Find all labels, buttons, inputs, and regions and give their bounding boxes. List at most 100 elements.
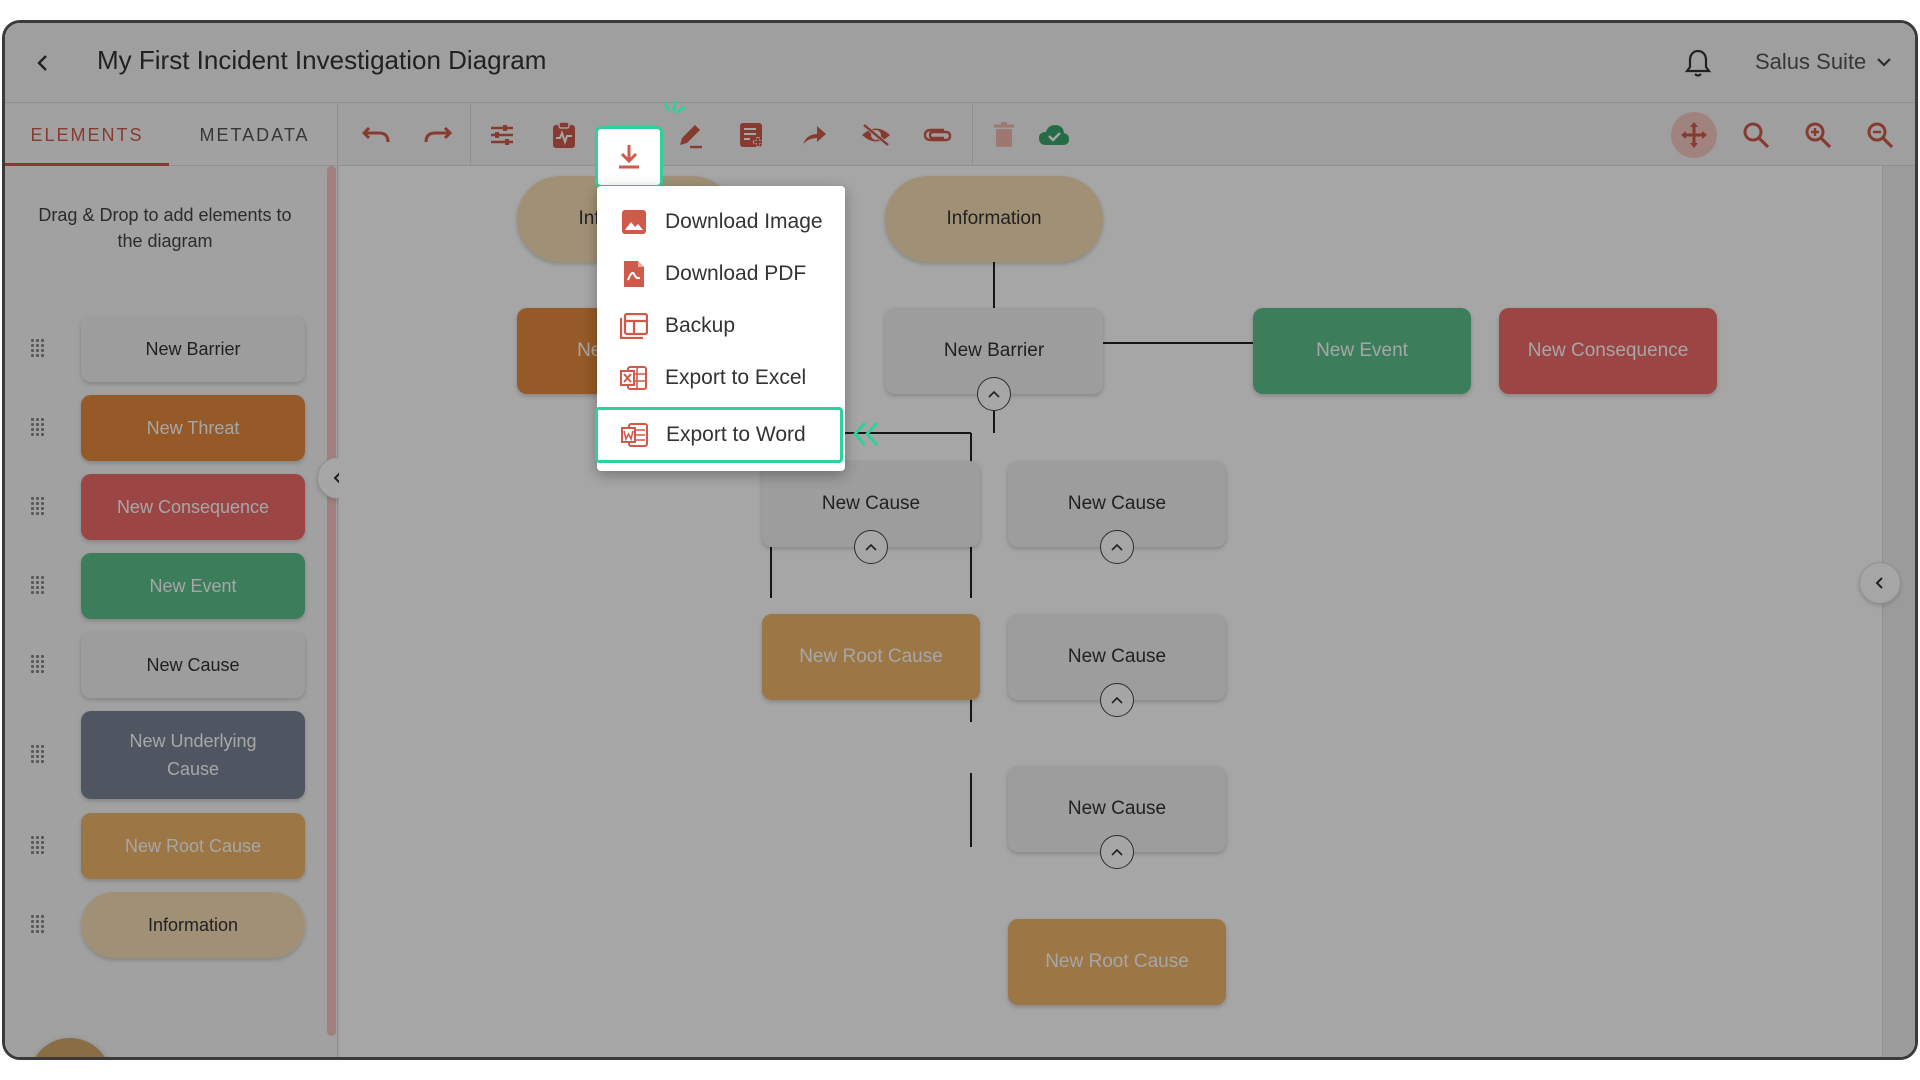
information-node[interactable]: Information xyxy=(885,176,1103,262)
palette-item-new-root-cause[interactable]: New Root Cause xyxy=(81,813,305,879)
zoom-out-icon xyxy=(1867,122,1894,149)
share-icon xyxy=(803,126,826,145)
collapse-toggle[interactable] xyxy=(854,530,888,564)
help-button[interactable] xyxy=(29,1038,111,1057)
drag-handle-icon[interactable] xyxy=(31,339,47,359)
pdf-icon xyxy=(624,261,644,287)
palette-row[interactable]: New Threat xyxy=(5,395,325,461)
delete-icon xyxy=(994,122,1014,147)
clipboard-pulse-icon xyxy=(553,121,575,148)
drag-handle-icon[interactable] xyxy=(31,745,47,765)
palette-item-information[interactable]: Information xyxy=(81,892,305,958)
zoom-out-button[interactable] xyxy=(1857,112,1903,158)
drag-handle-icon[interactable] xyxy=(31,497,47,517)
palette-row[interactable]: New Underlying Cause xyxy=(5,711,325,799)
elements-panel: ELEMENTS METADATA Drag & Drop to add ele… xyxy=(5,104,338,1057)
visibility-off-icon xyxy=(862,123,890,147)
panel-scrollbar[interactable] xyxy=(327,166,336,1036)
toolbar-divider xyxy=(972,104,973,166)
root-cause-node[interactable]: New Root Cause xyxy=(762,614,980,700)
chevron-down-icon xyxy=(1877,58,1892,67)
table-icon xyxy=(620,313,648,339)
collapse-toggle[interactable] xyxy=(1100,530,1134,564)
chevron-up-icon xyxy=(988,390,1000,398)
palette-item-new-event[interactable]: New Event xyxy=(81,553,305,619)
cause-node[interactable]: New Cause xyxy=(1008,614,1226,700)
chevron-up-icon xyxy=(1111,696,1123,704)
palette-item-new-barrier[interactable]: New Barrier xyxy=(81,316,305,382)
consequence-node[interactable]: New Consequence xyxy=(1499,308,1717,394)
chevron-up-icon xyxy=(1111,848,1123,856)
settings-button[interactable] xyxy=(479,112,525,158)
toolbar xyxy=(339,104,1915,166)
redo-button[interactable] xyxy=(415,112,461,158)
search-button[interactable] xyxy=(1733,112,1779,158)
chevron-up-icon xyxy=(1111,543,1123,551)
share-button[interactable] xyxy=(791,112,837,158)
back-button[interactable] xyxy=(25,45,61,81)
menu-item-download-pdf[interactable]: Download PDF xyxy=(597,248,845,300)
analysis-button[interactable] xyxy=(541,112,587,158)
tab-elements[interactable]: ELEMENTS xyxy=(5,104,169,166)
word-icon xyxy=(621,423,648,447)
menu-item-export-excel[interactable]: Export to Excel xyxy=(597,352,845,404)
palette-item-new-underlying-cause[interactable]: New Underlying Cause xyxy=(81,711,305,799)
redo-icon xyxy=(424,126,453,143)
tune-icon xyxy=(491,125,513,145)
notifications-button[interactable] xyxy=(1680,45,1716,81)
page-title: My First Incident Investigation Diagram xyxy=(97,45,547,75)
drag-handle-icon[interactable] xyxy=(31,836,47,856)
collapse-toggle[interactable] xyxy=(1100,683,1134,717)
hide-button[interactable] xyxy=(853,112,899,158)
suite-label: Salus Suite xyxy=(1755,49,1867,74)
collapse-toggle[interactable] xyxy=(1100,835,1134,869)
add-note-button[interactable] xyxy=(729,112,775,158)
cloud-save-button[interactable] xyxy=(1031,112,1077,158)
download-button[interactable] xyxy=(595,126,663,188)
menu-item-download-image[interactable]: Download Image xyxy=(597,196,845,248)
edit-icon xyxy=(680,125,702,149)
app-frame: My First Incident Investigation Diagram … xyxy=(2,20,1918,1060)
menu-item-label: Backup xyxy=(665,314,736,337)
palette-item-new-consequence[interactable]: New Consequence xyxy=(81,474,305,540)
delete-button[interactable] xyxy=(981,112,1027,158)
pan-button[interactable] xyxy=(1671,112,1717,158)
undo-icon xyxy=(361,126,390,143)
attach-button[interactable] xyxy=(915,112,961,158)
chevron-left-icon xyxy=(37,55,47,71)
toolbar-divider xyxy=(470,104,471,166)
palette-row[interactable]: New Cause xyxy=(5,632,325,698)
undo-button[interactable] xyxy=(353,112,399,158)
palette-row[interactable]: New Barrier xyxy=(5,316,325,382)
menu-item-backup[interactable]: Backup xyxy=(597,300,845,352)
suite-menu[interactable]: Salus Suite xyxy=(1755,49,1892,75)
edit-button[interactable] xyxy=(667,112,713,158)
palette-row[interactable]: Information xyxy=(5,892,325,958)
palette-row[interactable]: New Consequence xyxy=(5,474,325,540)
double-chevron-left-icon xyxy=(852,421,879,447)
attachment-icon xyxy=(923,128,952,142)
drag-handle-icon[interactable] xyxy=(31,576,47,596)
chevron-left-icon xyxy=(333,472,341,484)
event-node[interactable]: New Event xyxy=(1253,308,1471,394)
palette-row[interactable]: New Event xyxy=(5,553,325,619)
drag-handle-icon[interactable] xyxy=(31,655,47,675)
highlighted-menu-item[interactable]: Export to Word xyxy=(595,407,843,463)
menu-item-label: Download Image xyxy=(665,210,823,233)
tab-metadata[interactable]: METADATA xyxy=(199,125,310,145)
search-icon xyxy=(1743,122,1770,149)
diagram-canvas[interactable]: Information Information New Threat New B… xyxy=(339,166,1882,1057)
collapse-toggle[interactable] xyxy=(977,377,1011,411)
root-cause-node[interactable]: New Root Cause xyxy=(1008,919,1226,1005)
drag-handle-icon[interactable] xyxy=(31,418,47,438)
menu-item-export-word[interactable]: Export to Word xyxy=(595,407,847,463)
sparkle-icon xyxy=(663,100,686,115)
palette-item-new-threat[interactable]: New Threat xyxy=(81,395,305,461)
palette-row[interactable]: New Root Cause xyxy=(5,813,325,879)
collapse-right-panel-button[interactable] xyxy=(1859,562,1901,604)
drag-handle-icon[interactable] xyxy=(31,915,47,935)
cloud-done-icon xyxy=(1039,125,1069,145)
zoom-in-button[interactable] xyxy=(1795,112,1841,158)
chevron-left-icon xyxy=(1875,577,1883,589)
palette-item-new-cause[interactable]: New Cause xyxy=(81,632,305,698)
